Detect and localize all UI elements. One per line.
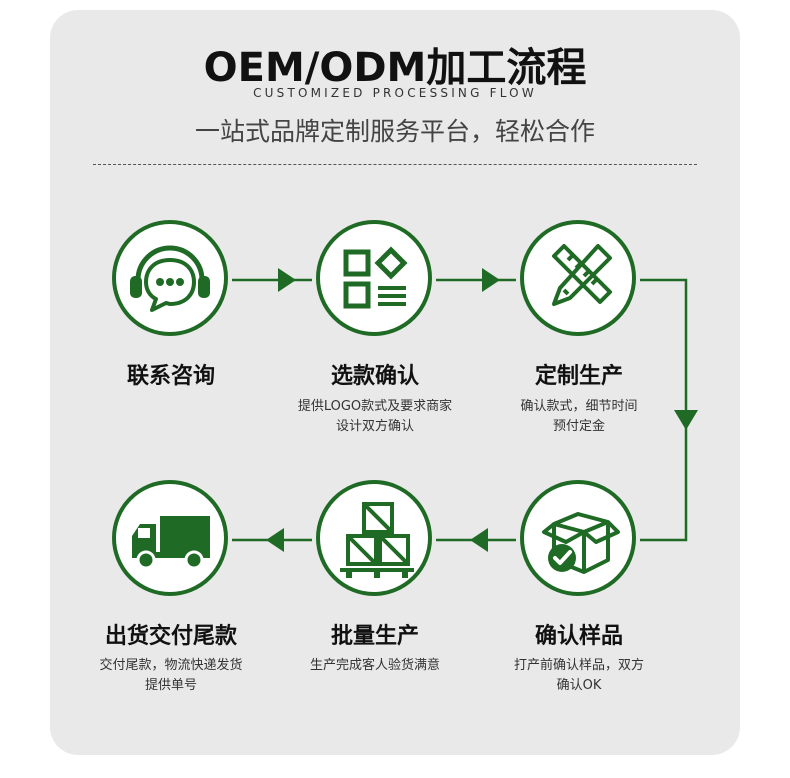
arrow-left-icon [470, 528, 488, 552]
headset-chat-icon [130, 245, 210, 312]
step-desc-production-line1: 确认款式，细节时间 [520, 399, 638, 414]
step-title-production: 定制生产 [534, 364, 623, 389]
ruler-pencil-icon [552, 244, 612, 306]
arrow-left-icon [266, 528, 284, 552]
step-desc-production-line2: 预付定金 [552, 419, 605, 434]
step-desc-sample-line1: 打产前确认样品，双方 [513, 658, 644, 673]
step-desc-select-line1: 提供LOGO款式及要求商家 [297, 399, 453, 414]
step-icon-circle-mass-production [316, 480, 432, 596]
page-subtitle-english: CUSTOMIZED PROCESSING FLOW [253, 86, 537, 100]
step-desc-mass-production-line1: 生产完成客人验货满意 [309, 658, 440, 673]
step-desc-sample-line2: 确认OK [556, 678, 602, 693]
step-title-mass-production: 批量生产 [330, 624, 419, 649]
content-card [50, 10, 740, 755]
delivery-truck-icon [132, 516, 210, 570]
step-icon-circle-contact [112, 220, 228, 336]
step-title-select: 选款确认 [330, 364, 419, 389]
grid-list-icon [343, 246, 408, 309]
stacked-crates-icon [340, 502, 414, 578]
box-check-icon [542, 512, 620, 574]
step-title-sample: 确认样品 [534, 624, 623, 649]
step-icon-circle-production [520, 220, 636, 336]
arrow-right-icon [278, 268, 296, 292]
step-desc-delivery-line1: 交付尾款，物流快递发货 [99, 658, 243, 673]
step-desc-delivery-line2: 提供单号 [144, 678, 197, 693]
slogan-text: 一站式品牌定制服务平台，轻松合作 [194, 117, 595, 146]
page-title: OEM/ODM加工流程 [203, 45, 587, 91]
step-icon-circle-delivery [112, 480, 228, 596]
step-title-delivery: 出货交付尾款 [104, 624, 237, 649]
dashed-divider [93, 164, 697, 165]
step-icon-circle-sample [520, 480, 636, 596]
arrow-right-icon [482, 268, 500, 292]
step-title-contact: 联系咨询 [126, 364, 215, 389]
step-icon-circle-select [316, 220, 432, 336]
step-desc-select-line2: 设计双方确认 [335, 419, 414, 434]
arrow-down-icon [674, 410, 698, 430]
